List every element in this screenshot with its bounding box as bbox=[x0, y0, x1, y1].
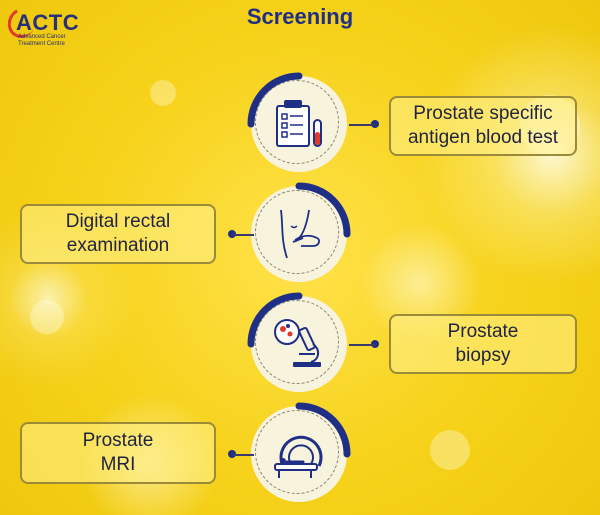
clipboard-test-tube-icon bbox=[276, 100, 322, 147]
step-3-connector bbox=[349, 344, 375, 346]
logo-name: ACTC bbox=[16, 10, 80, 35]
microscope-icon bbox=[274, 319, 321, 367]
step-1-arc bbox=[247, 72, 303, 128]
step-3-box: Prostate biopsy bbox=[389, 314, 577, 374]
step-4-connector bbox=[232, 454, 254, 456]
bokeh-light bbox=[30, 300, 64, 334]
step-2-dashed-ring bbox=[255, 190, 339, 274]
step-4-label: Prostate MRI bbox=[82, 430, 154, 475]
step-2-arc bbox=[295, 182, 351, 238]
step-4-arc bbox=[295, 402, 351, 458]
step-1-dashed-ring bbox=[255, 80, 339, 164]
bokeh-light bbox=[150, 80, 176, 106]
step-2-circle bbox=[251, 182, 351, 282]
step-3-dashed-ring bbox=[255, 300, 339, 384]
step-3-circle bbox=[247, 292, 347, 392]
logo-subtitle: Advanced Cancer Treatment Centre bbox=[18, 34, 66, 47]
rectal-exam-icon bbox=[280, 209, 320, 259]
step-4-dashed-ring bbox=[255, 410, 339, 494]
mri-scanner-icon bbox=[274, 435, 323, 478]
step-3-dot bbox=[371, 340, 379, 348]
step-4-circle bbox=[251, 402, 351, 502]
step-3-label: Prostate biopsy bbox=[447, 321, 519, 366]
step-1-label: Prostate specific antigen blood test bbox=[407, 103, 558, 148]
step-2-label: Digital rectal examination bbox=[65, 211, 171, 256]
step-2-box: Digital rectal examination bbox=[20, 204, 216, 264]
step-1-circle bbox=[247, 72, 347, 172]
step-1-connector bbox=[349, 124, 375, 126]
step-3-arc bbox=[247, 292, 303, 348]
bokeh-light bbox=[430, 430, 470, 470]
step-1-dot bbox=[371, 120, 379, 128]
step-1-box: Prostate specific antigen blood test bbox=[389, 96, 577, 156]
step-4-box: Prostate MRI bbox=[20, 422, 216, 484]
actc-logo: ACTC Advanced Cancer Treatment Centre bbox=[3, 4, 86, 50]
step-2-connector bbox=[232, 234, 254, 236]
page-title: Screening bbox=[246, 4, 354, 29]
